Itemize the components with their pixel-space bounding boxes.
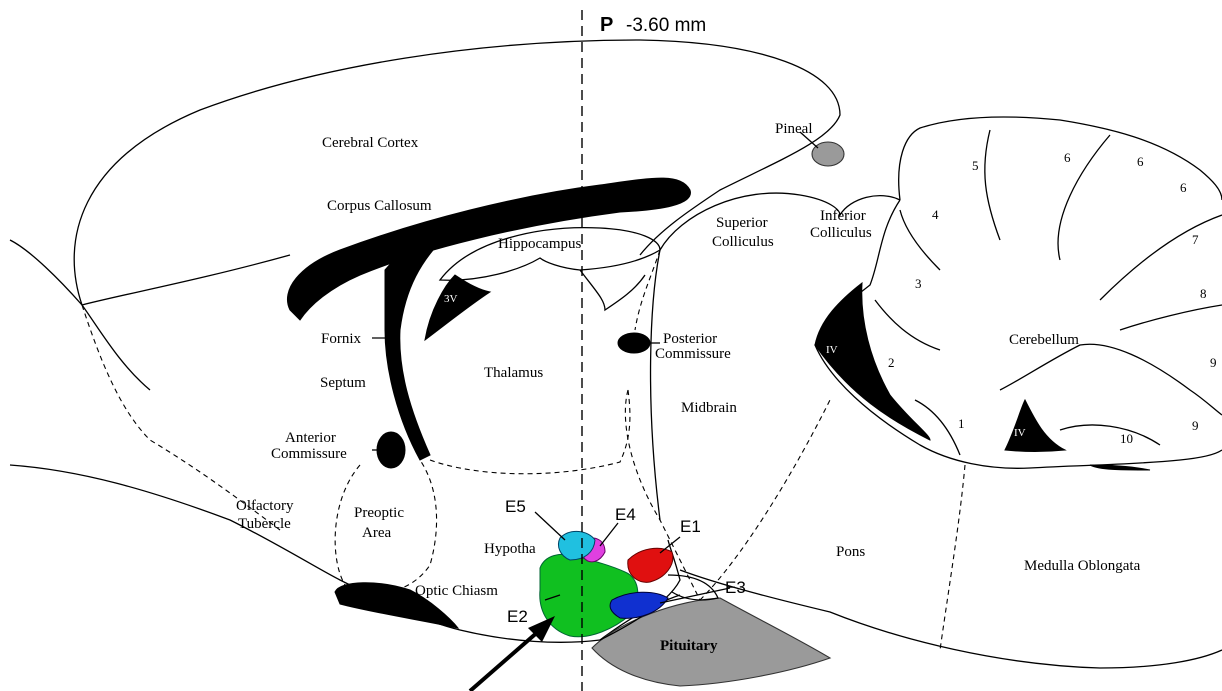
lobule-label: 9 bbox=[1192, 418, 1199, 433]
lobule-label: 10 bbox=[1120, 431, 1133, 446]
label-fornix: Fornix bbox=[321, 331, 362, 347]
lobule-label: 6 bbox=[1064, 150, 1071, 165]
label-medulla: Medulla Oblongata bbox=[1024, 558, 1141, 574]
boundary-olfactory bbox=[82, 305, 280, 530]
boundary-hippocampus bbox=[635, 250, 660, 330]
folia-6 bbox=[875, 300, 940, 350]
cortex-inner-line bbox=[82, 255, 290, 305]
label-thalamus: Thalamus bbox=[484, 365, 543, 381]
cerebrum-outline bbox=[74, 40, 840, 305]
arrow-indicator bbox=[470, 616, 555, 691]
label-posterior-commissure-2: Commissure bbox=[655, 346, 731, 362]
label-inferior-colliculus-1: Inferior bbox=[820, 208, 866, 224]
posterior-commissure-shape bbox=[618, 333, 650, 353]
section-value: -3.60 mm bbox=[626, 15, 706, 36]
electrode-e1-cluster bbox=[628, 548, 673, 582]
label-superior-colliculus-1: Superior bbox=[716, 215, 768, 231]
third-ventricle-top bbox=[425, 275, 490, 340]
pineal-shape bbox=[812, 142, 844, 166]
label-e2: E2 bbox=[507, 607, 528, 626]
label-cerebral-cortex: Cerebral Cortex bbox=[322, 135, 419, 151]
section-prefix: P bbox=[600, 14, 613, 36]
label-olfactory-2: Tubercle bbox=[238, 516, 291, 532]
label-septum: Septum bbox=[320, 375, 366, 391]
lobule-label: 4 bbox=[932, 207, 939, 222]
lobule-label: 8 bbox=[1200, 286, 1207, 301]
lobule-label: 7 bbox=[1192, 232, 1199, 247]
fourth-ventricle-label-upper: IV bbox=[826, 344, 838, 356]
e4-leader bbox=[600, 523, 618, 546]
fourth-ventricle-lower bbox=[1005, 400, 1065, 452]
label-e1: E1 bbox=[680, 517, 701, 536]
lobule-label: 9 bbox=[1210, 355, 1217, 370]
anterior-commissure-shape bbox=[377, 432, 405, 468]
label-cerebellum: Cerebellum bbox=[1009, 332, 1079, 348]
folia-4 bbox=[1120, 305, 1222, 330]
label-posterior-commissure-1: Posterior bbox=[663, 331, 717, 347]
label-pineal: Pineal bbox=[775, 121, 813, 137]
lobule-label: 6 bbox=[1180, 180, 1187, 195]
lobule-label: 3 bbox=[915, 276, 922, 291]
label-optic-chiasm: Optic Chiasm bbox=[415, 583, 498, 599]
label-pituitary: Pituitary bbox=[660, 638, 718, 654]
boundary-pons bbox=[700, 400, 830, 600]
label-hypothalamus: Hypotha bbox=[484, 541, 536, 557]
fourth-ventricle-tail bbox=[1090, 465, 1150, 470]
third-ventricle-label: 3V bbox=[444, 293, 458, 305]
label-preoptic-1: Preoptic bbox=[354, 505, 404, 521]
label-pons: Pons bbox=[836, 544, 865, 560]
label-corpus-callosum: Corpus Callosum bbox=[327, 198, 432, 214]
label-preoptic-2: Area bbox=[362, 525, 391, 541]
folia-7 bbox=[1000, 344, 1222, 415]
fourth-ventricle-upper bbox=[815, 283, 930, 440]
label-hippocampus: Hippocampus bbox=[498, 236, 581, 252]
label-inferior-colliculus-2: Colliculus bbox=[810, 225, 872, 241]
cerebellum-top bbox=[899, 117, 1222, 200]
lobule-label: 2 bbox=[888, 355, 895, 370]
label-e5: E5 bbox=[505, 497, 526, 516]
label-olfactory-1: Olfactory bbox=[236, 498, 294, 514]
e5-leader bbox=[535, 512, 565, 540]
boundary-medulla bbox=[940, 465, 965, 650]
folia-9 bbox=[1060, 425, 1160, 445]
boundary-thalamus bbox=[430, 390, 630, 474]
olfactory-outline bbox=[10, 240, 150, 390]
lobule-label: 1 bbox=[958, 416, 965, 431]
folia-8 bbox=[915, 400, 960, 455]
label-anterior-commissure-2: Commissure bbox=[271, 446, 347, 462]
label-e3: E3 bbox=[725, 578, 746, 597]
lobule-label: 5 bbox=[972, 158, 979, 173]
label-superior-colliculus-2: Colliculus bbox=[712, 234, 774, 250]
label-anterior-commissure-1: Anterior bbox=[285, 430, 336, 446]
label-midbrain: Midbrain bbox=[681, 400, 737, 416]
fornix-shape bbox=[385, 230, 450, 460]
label-e4: E4 bbox=[615, 505, 636, 524]
midbrain-dorsal-line bbox=[651, 250, 660, 520]
folia-1 bbox=[985, 130, 1000, 240]
hippocampus-fold bbox=[580, 270, 645, 310]
fourth-ventricle-label-lower: IV bbox=[1014, 427, 1026, 439]
lobule-label: 6 bbox=[1137, 154, 1144, 169]
